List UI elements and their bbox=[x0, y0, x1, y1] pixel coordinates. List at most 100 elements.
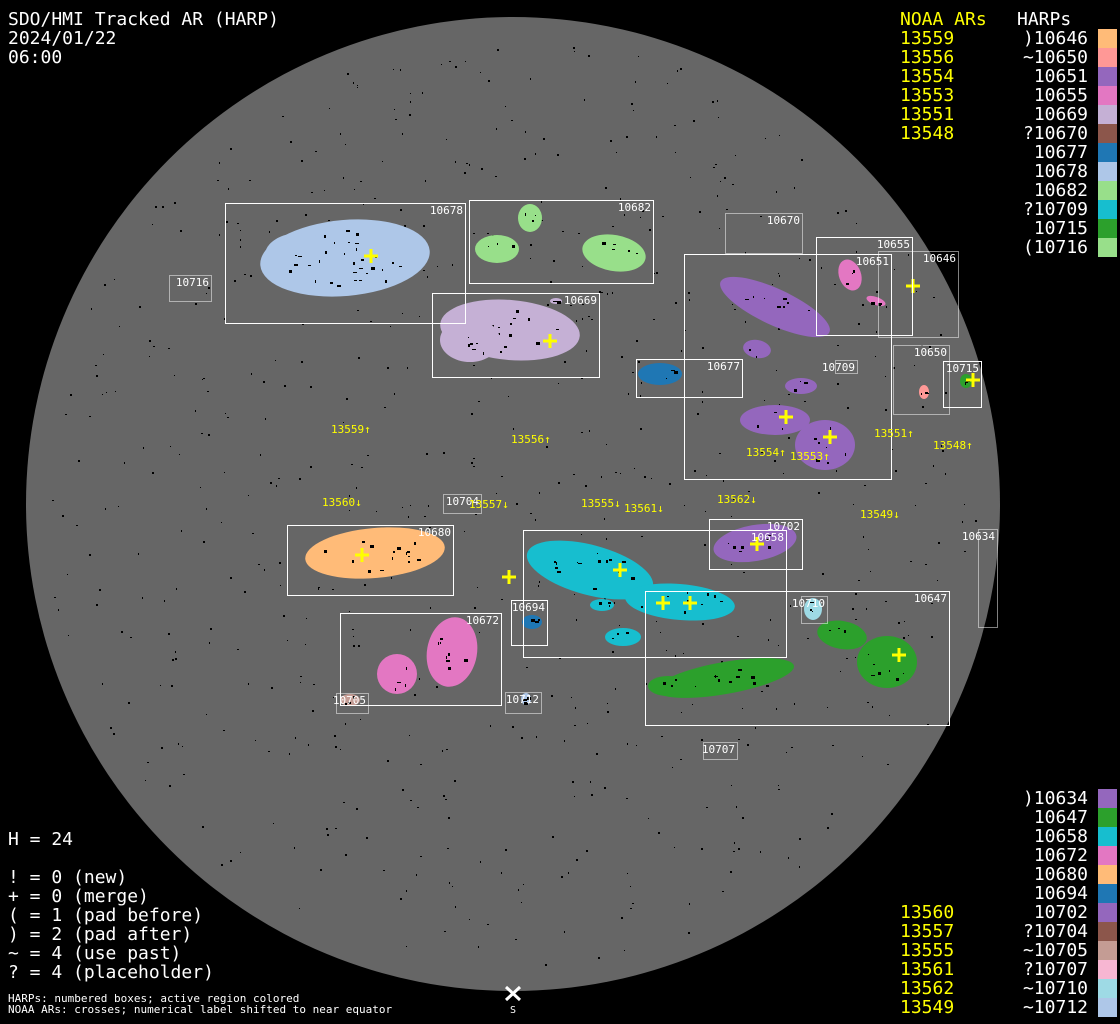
sunspot bbox=[868, 654, 869, 655]
harp-box-10707[interactable]: 10707 bbox=[702, 742, 738, 760]
speckle bbox=[149, 340, 151, 342]
speckle bbox=[931, 636, 933, 638]
speckle bbox=[690, 177, 691, 178]
harp-box-10655[interactable]: 10655 bbox=[816, 237, 913, 336]
speckle bbox=[619, 625, 620, 626]
harp-box-10680[interactable]: 10680 bbox=[287, 525, 454, 596]
noaa-cross-icon bbox=[355, 548, 369, 562]
sunspot bbox=[597, 553, 598, 554]
speckle bbox=[312, 710, 314, 712]
speckle bbox=[654, 273, 655, 274]
speckle bbox=[145, 780, 146, 781]
speckle bbox=[863, 536, 864, 538]
harp-box-10647[interactable]: 10647 bbox=[645, 591, 950, 726]
sunspot bbox=[356, 248, 357, 251]
noaa-label: 13557↓ bbox=[469, 498, 509, 511]
speckle bbox=[364, 584, 366, 586]
speckle bbox=[78, 460, 80, 462]
speckle bbox=[539, 492, 540, 494]
speckle bbox=[473, 466, 475, 467]
harp-box-10678[interactable]: 10678 bbox=[225, 203, 466, 324]
harp-box-10651[interactable]: 10651 bbox=[684, 254, 892, 480]
speckle bbox=[616, 152, 617, 153]
sunspot bbox=[448, 667, 451, 670]
speckle bbox=[674, 125, 676, 126]
sunspot bbox=[382, 269, 383, 271]
speckle bbox=[515, 939, 517, 940]
sunspot bbox=[814, 438, 817, 440]
harp-box-outline bbox=[645, 591, 950, 726]
speckle bbox=[480, 72, 481, 73]
active-region-patch bbox=[795, 420, 855, 470]
speckle bbox=[419, 678, 420, 680]
harp-box-10669[interactable]: 10669 bbox=[432, 293, 600, 378]
speckle bbox=[720, 181, 721, 182]
speckle bbox=[747, 744, 749, 746]
sunspot bbox=[345, 703, 347, 705]
harp-box-10646[interactable]: 10646 bbox=[878, 251, 959, 338]
harp-box-10715[interactable]: 10715 bbox=[943, 361, 982, 408]
speckle bbox=[632, 903, 634, 904]
harp-box-10716[interactable]: 10716 bbox=[169, 275, 212, 302]
harp-box-10677[interactable]: 10677 bbox=[636, 359, 743, 398]
sunspot bbox=[324, 235, 326, 238]
harp-box-label: 10647 bbox=[914, 592, 947, 605]
speckle bbox=[786, 752, 787, 753]
noaa-cross-icon bbox=[823, 430, 837, 444]
speckle bbox=[349, 611, 350, 612]
harp-box-10709[interactable]: 10709 bbox=[822, 360, 858, 375]
speckle bbox=[280, 585, 281, 586]
harp-box-10694[interactable]: 10694 bbox=[511, 600, 548, 646]
speckle bbox=[244, 591, 246, 593]
harp-box-10712[interactable]: 10712 bbox=[505, 692, 542, 714]
harp-box-10634[interactable]: 10634 bbox=[962, 529, 998, 628]
speckle bbox=[866, 608, 867, 610]
speckle bbox=[547, 304, 549, 306]
speckle bbox=[525, 131, 526, 133]
speckle bbox=[788, 857, 789, 859]
harp-box-10670[interactable]: 10670 bbox=[725, 213, 803, 254]
speckle bbox=[414, 694, 416, 696]
speckle bbox=[318, 588, 319, 590]
sunspot bbox=[353, 272, 357, 273]
speckle bbox=[827, 707, 828, 708]
sunspot bbox=[826, 447, 827, 448]
speckle bbox=[875, 356, 876, 357]
speckle bbox=[477, 587, 478, 588]
harp-box-10705[interactable]: 10705 bbox=[333, 693, 369, 714]
color-swatch bbox=[1098, 922, 1117, 941]
sunspot bbox=[728, 543, 729, 544]
sunspot bbox=[609, 559, 612, 561]
speckle bbox=[636, 745, 637, 746]
harp-box-10682[interactable]: 10682 bbox=[469, 200, 654, 284]
speckle bbox=[258, 564, 260, 565]
sunspot bbox=[853, 270, 855, 273]
harp-box-10658[interactable]: 10658 bbox=[523, 530, 787, 658]
sunspot bbox=[612, 249, 615, 250]
harp-box-10650[interactable]: 10650 bbox=[893, 345, 950, 415]
speckle bbox=[586, 850, 588, 852]
harp-box-10672[interactable]: 10672 bbox=[340, 613, 502, 706]
sunspot bbox=[525, 213, 526, 216]
speckle bbox=[694, 470, 696, 472]
speckle bbox=[862, 304, 864, 306]
speckle bbox=[252, 533, 254, 534]
speckle bbox=[391, 577, 392, 579]
speckle bbox=[168, 348, 170, 349]
sunspot bbox=[298, 256, 302, 257]
sunspot bbox=[464, 659, 468, 662]
harp-box-10702[interactable]: 10702 bbox=[709, 519, 803, 570]
footnote-harps: HARPs: numbered boxes; active region col… bbox=[8, 992, 300, 1005]
harp-id: 10647 bbox=[1033, 807, 1088, 828]
speckle bbox=[208, 287, 210, 289]
speckle bbox=[662, 216, 664, 217]
speckle bbox=[607, 293, 608, 295]
harp-box-10710[interactable]: 10710 bbox=[792, 596, 828, 624]
speckle bbox=[284, 385, 286, 387]
speckle bbox=[788, 437, 790, 439]
speckle bbox=[722, 891, 724, 892]
active-region-patch bbox=[743, 339, 771, 359]
speckle bbox=[353, 82, 354, 84]
harp-box-10704[interactable]: 10704 bbox=[443, 494, 482, 514]
sunspot bbox=[606, 560, 608, 563]
